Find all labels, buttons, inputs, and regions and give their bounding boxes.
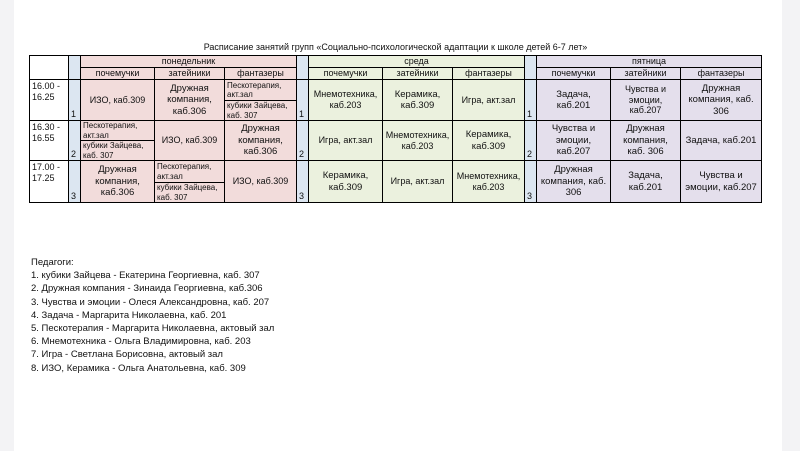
slot-number: 3 xyxy=(68,160,81,203)
group-header-fantazery: фантазеры xyxy=(452,67,525,80)
schedule-table: Расписание занятий групп «Социально-псих… xyxy=(29,37,763,203)
schedule-cell: Мнемотехника, каб.203 xyxy=(308,79,383,121)
schedule-cell: Игра, акт.зал xyxy=(308,120,383,161)
schedule-cell-split: кубики Зайцева, каб. 307 xyxy=(224,100,297,121)
schedule-cell: Дружная компания, каб.306 xyxy=(80,160,155,203)
slot-number: 2 xyxy=(524,120,537,161)
teachers-list: Педагоги: 1. кубики Зайцева - Екатерина … xyxy=(31,256,274,375)
schedule-cell: Задача, каб.201 xyxy=(536,79,611,121)
time-slot-1: 16.00 - 16.25 xyxy=(29,79,69,121)
schedule-cell-split: Пескотерапия, акт.зал xyxy=(154,160,225,183)
schedule-cell: Дружная компания, каб.306 xyxy=(224,120,297,161)
time-slot-2: 16.30 - 16.55 xyxy=(29,120,69,161)
teacher-item: 1. кубики Зайцева - Екатерина Георгиевна… xyxy=(31,270,260,282)
group-header-zateiniki: затейники xyxy=(154,67,225,80)
day-header-friday: пятница xyxy=(535,55,763,68)
schedule-cell: Дружная компания, каб. 306 xyxy=(536,160,611,203)
group-header-pochemuchki: почемучки xyxy=(536,67,611,80)
group-header-zateiniki: затейники xyxy=(610,67,681,80)
group-header-pochemuchki: почемучки xyxy=(80,67,155,80)
slot-number: 3 xyxy=(296,160,309,203)
schedule-cell: Керамика, каб.309 xyxy=(382,79,453,121)
teacher-item: 4. Задача - Маргарита Николаевна, каб. 2… xyxy=(31,309,227,321)
slot-number: 2 xyxy=(296,120,309,161)
schedule-title: Расписание занятий групп «Социально-псих… xyxy=(29,37,762,56)
group-header-pochemuchki: почемучки xyxy=(308,67,383,80)
teacher-item: 7. Игра - Светлана Борисовна, актовый за… xyxy=(31,349,223,361)
teacher-item: 3. Чувства и эмоции - Олеся Александровн… xyxy=(31,296,270,308)
schedule-cell: Задача, каб.201 xyxy=(679,120,763,161)
schedule-cell: Дружная компания, каб. 306 xyxy=(679,79,763,121)
group-header-fantazery: фантазеры xyxy=(224,67,297,80)
schedule-cell: Чувства и эмоции, каб.207 xyxy=(679,160,763,203)
teacher-item: 6. Мнемотехника - Ольга Владимировна, ка… xyxy=(31,336,251,348)
schedule-cell: Мнемотехника, каб.203 xyxy=(382,120,453,161)
day-header-monday: понедельник xyxy=(80,55,297,68)
schedule-cell: Керамика, каб.309 xyxy=(308,160,383,203)
day-header-wednesday: среда xyxy=(308,55,525,68)
schedule-cell: Мнемотехника, каб.203 xyxy=(452,160,525,203)
schedule-cell-split: Пескотерапия, акт.зал xyxy=(80,120,155,141)
time-header xyxy=(29,55,69,80)
num-header xyxy=(68,55,81,80)
slot-number: 1 xyxy=(68,79,81,121)
teacher-item: 5. Пескотерапия - Маргарита Николаевна, … xyxy=(31,323,275,335)
schedule-cell: ИЗО, каб.309 xyxy=(80,79,155,121)
schedule-cell: Игра, акт.зал xyxy=(382,160,453,203)
schedule-cell-split: Пескотерапия, акт.зал xyxy=(224,79,297,101)
group-header-zateiniki: затейники xyxy=(382,67,453,80)
group-header-fantazery: фантазеры xyxy=(679,67,763,80)
schedule-cell: Игра, акт.зал xyxy=(452,79,525,121)
schedule-cell: ИЗО, каб.309 xyxy=(154,120,225,161)
schedule-cell: Керамика, каб.309 xyxy=(452,120,525,161)
time-slot-3: 17.00 - 17.25 xyxy=(29,160,69,203)
num-header xyxy=(524,55,537,80)
schedule-cell: Чувства и эмоции, каб.207 xyxy=(536,120,611,161)
num-header xyxy=(296,55,309,80)
slot-number: 3 xyxy=(524,160,537,203)
schedule-cell: Чувства и эмоции, каб.207 xyxy=(610,79,681,121)
slot-number: 2 xyxy=(68,120,81,161)
schedule-cell: Дружная компания, каб. 306 xyxy=(610,120,681,161)
schedule-cell-split: кубики Зайцева, каб. 307 xyxy=(154,182,225,203)
teacher-item: 8. ИЗО, Керамика - Ольга Анатольевна, ка… xyxy=(31,362,246,374)
slot-number: 1 xyxy=(524,79,537,121)
schedule-cell: Задача, каб.201 xyxy=(610,160,681,203)
teacher-item: 2. Дружная компания - Зинаида Георгиевна… xyxy=(31,283,263,295)
slot-number: 1 xyxy=(296,79,309,121)
teachers-heading: Педагоги: xyxy=(31,257,74,268)
schedule-cell: ИЗО, каб.309 xyxy=(224,160,297,203)
schedule-cell-split: кубики Зайцева, каб. 307 xyxy=(80,140,155,161)
schedule-cell: Дружная компания, каб.306 xyxy=(154,79,225,121)
